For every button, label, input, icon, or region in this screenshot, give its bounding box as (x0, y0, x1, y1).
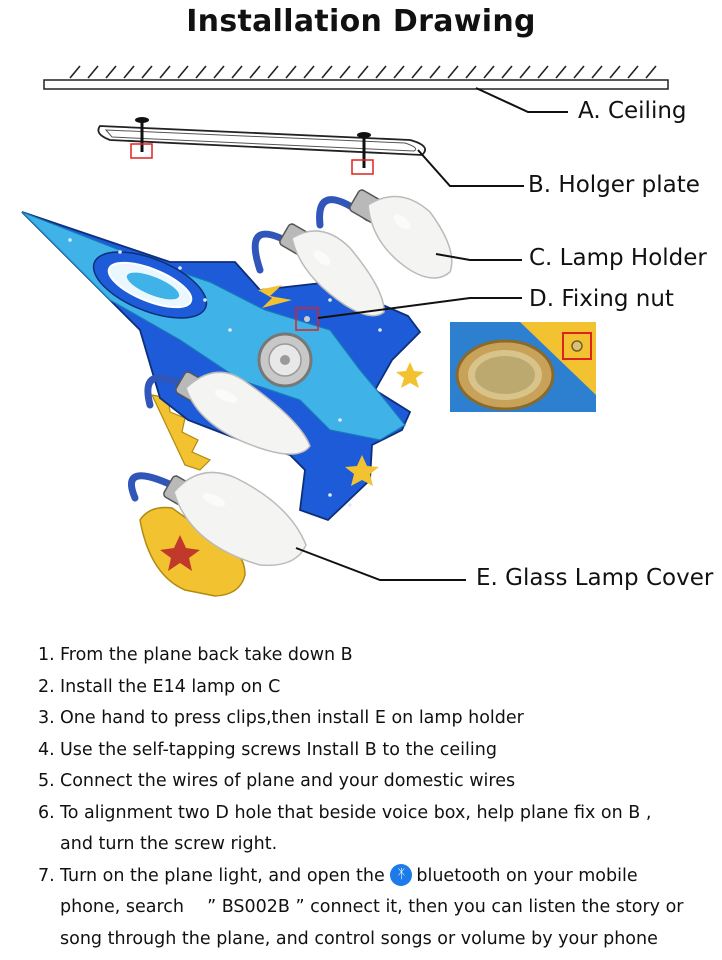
list-item: 3. One hand to press clips,then install … (38, 703, 718, 735)
list-item: 2. Install the E14 lamp on C (38, 672, 718, 704)
step-number: 5. (38, 771, 55, 791)
step-text: To alignment two D hole that beside voic… (60, 798, 651, 861)
step-text-line: song through the plane, and control song… (60, 928, 658, 949)
plane-illustration (21, 189, 453, 597)
label-lamp-holder: C. Lamp Holder (529, 245, 707, 271)
step-number: 1. (38, 645, 55, 665)
step-text-line: Turn on the plane light, and open the (60, 865, 385, 886)
label-ceiling: A. Ceiling (578, 98, 687, 124)
list-item: 7. Turn on the plane light, and open the… (38, 861, 718, 956)
step-number: 7. (38, 865, 55, 886)
step-text: One hand to press clips,then install E o… (60, 708, 524, 728)
step-text: Connect the wires of plane and your dome… (60, 771, 516, 791)
holger-plate (97, 117, 426, 175)
step-text-line: phone, search ” BS002B ” connect it, the… (60, 897, 684, 917)
list-item: 6. To alignment two D hole that beside v… (38, 798, 718, 861)
label-glass-lamp-cover: E. Glass Lamp Cover (476, 565, 714, 591)
step-text: Use the self-tapping screws Install B to… (60, 739, 497, 760)
leader-lines (295, 87, 568, 581)
page-title: Installation Drawing (186, 4, 536, 39)
step-text: Install the E14 lamp on C (60, 676, 281, 697)
bluetooth-icon: ᛡ (390, 863, 413, 886)
step-text-line: To alignment two D hole that beside voic… (60, 802, 652, 823)
list-item: 4. Use the self-tapping screws Install B… (38, 735, 718, 767)
step-text: From the plane back take down B (60, 645, 353, 665)
ceiling (43, 65, 669, 90)
step-number: 4. (38, 739, 55, 760)
step-text-line: bluetooth on your mobile (416, 865, 638, 886)
list-item: 1. From the plane back take down B (38, 640, 718, 672)
label-holger-plate: B. Holger plate (528, 172, 700, 198)
step-text-line: and turn the screw right. (60, 834, 278, 854)
step-number: 2. (38, 676, 55, 697)
instruction-list: 1. From the plane back take down B 2. In… (38, 640, 718, 955)
step-number: 6. (38, 802, 55, 823)
list-item: 5. Connect the wires of plane and your d… (38, 766, 718, 798)
label-fixing-nut: D. Fixing nut (529, 286, 674, 312)
step-number: 3. (38, 708, 55, 728)
fixing-nut-photo (450, 322, 596, 412)
installation-diagram (21, 65, 669, 597)
